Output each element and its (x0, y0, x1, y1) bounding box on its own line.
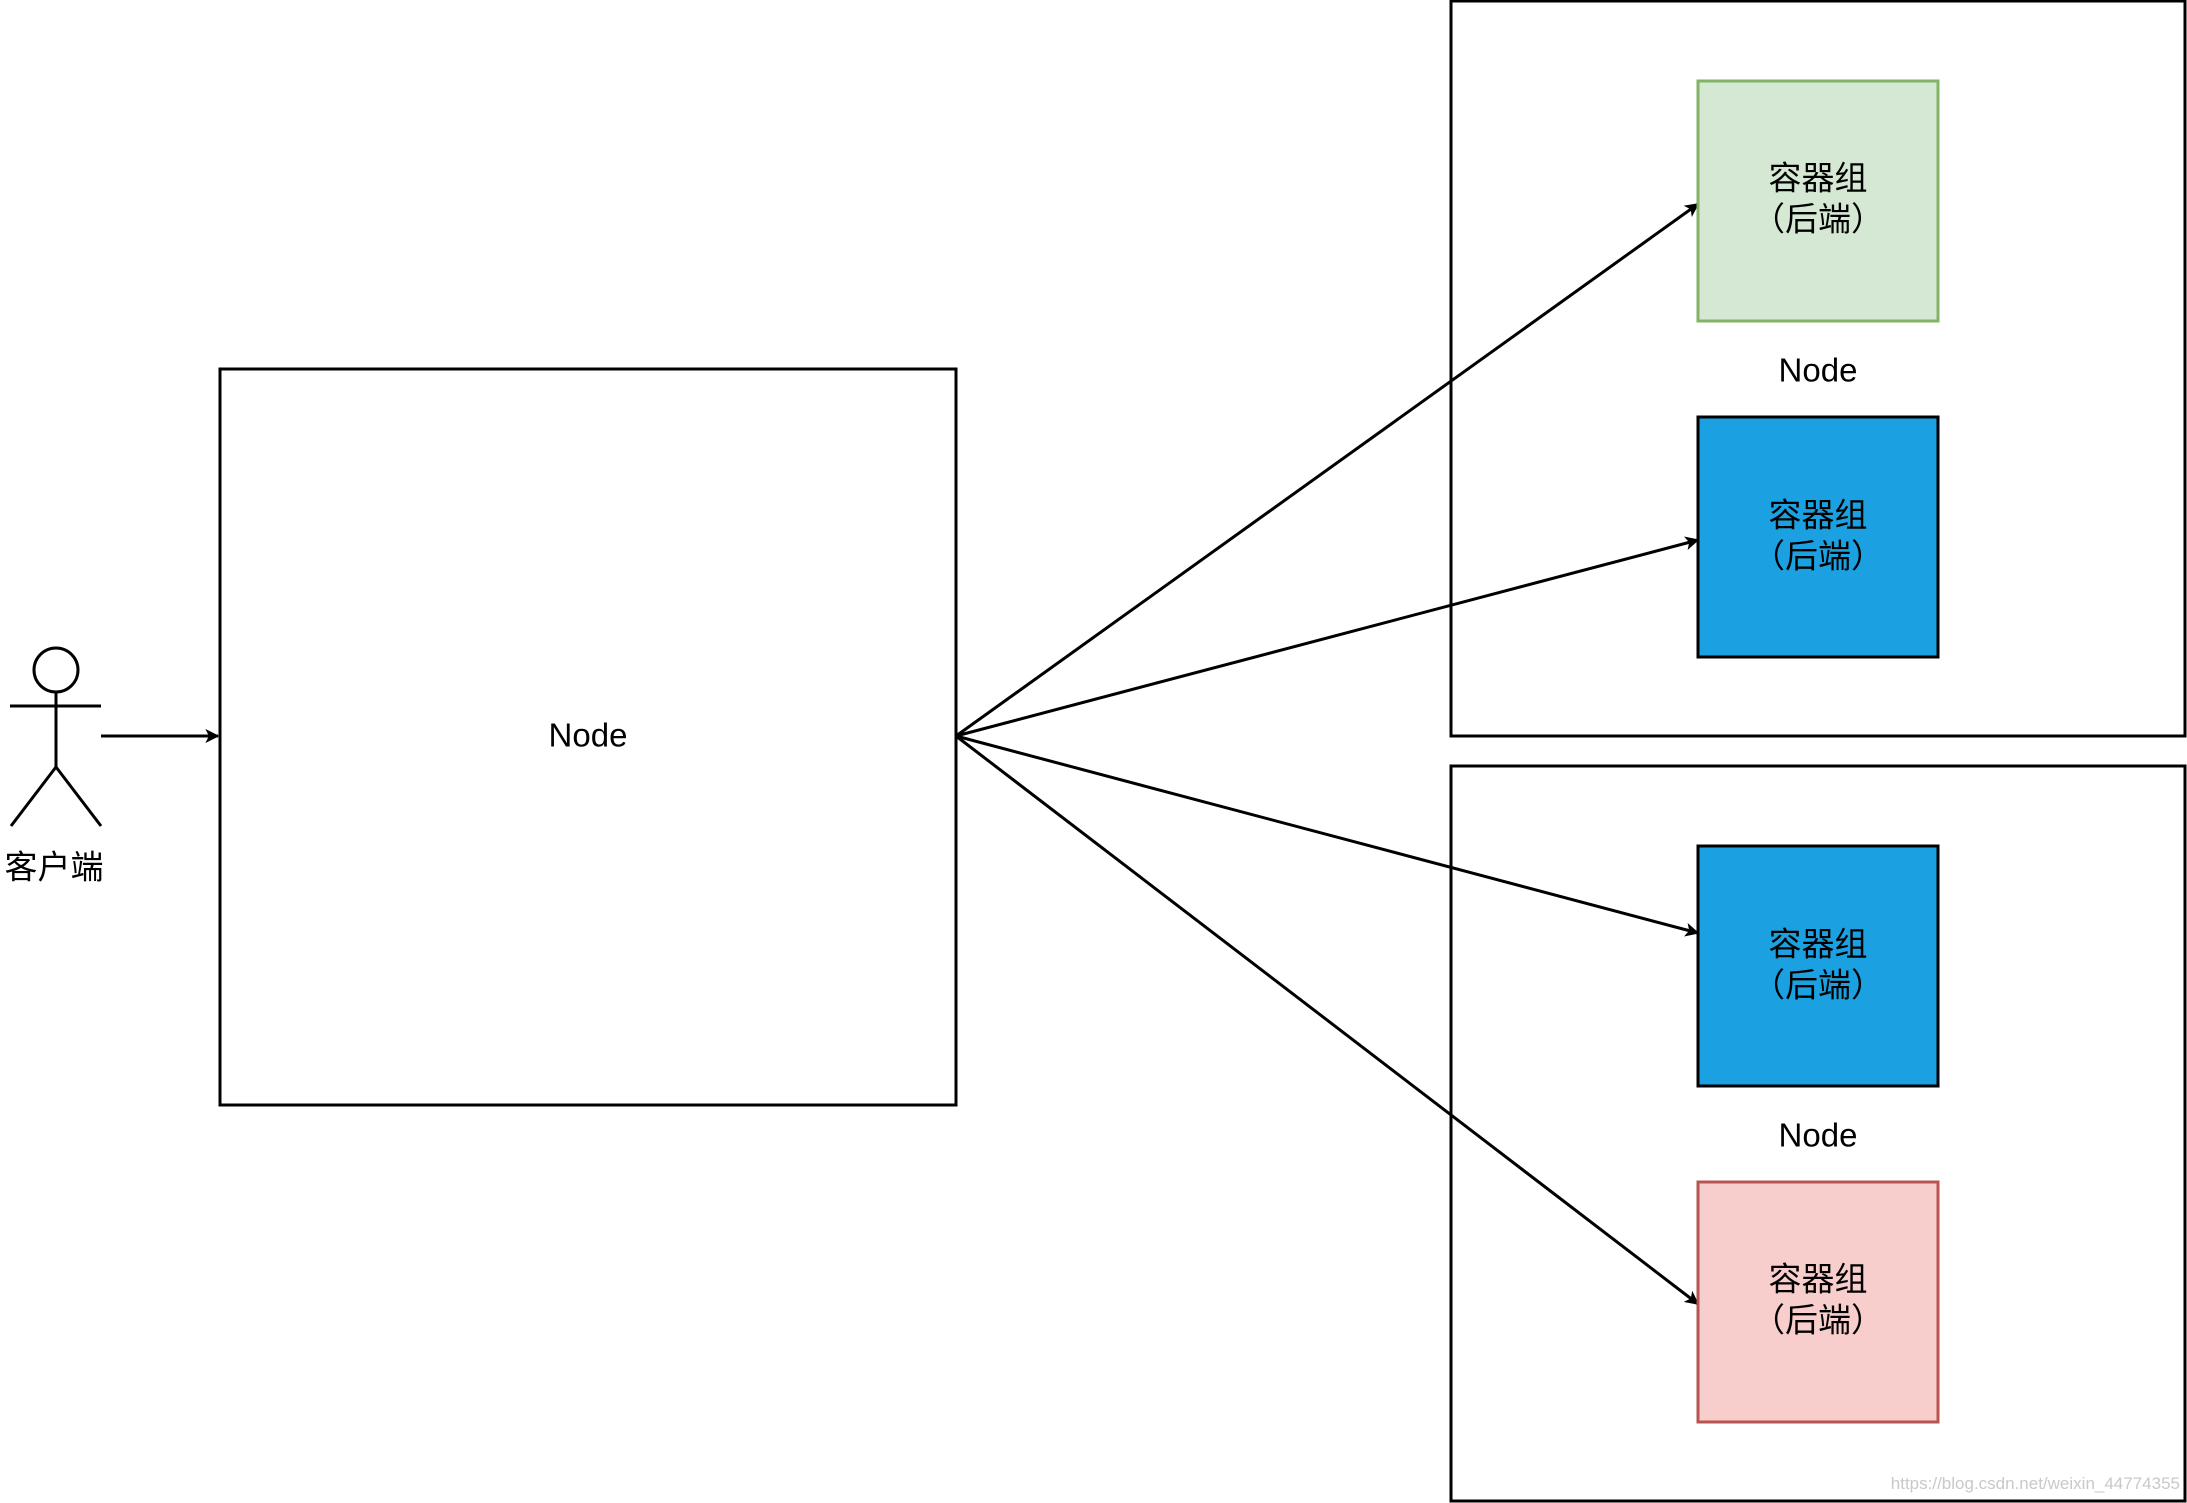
arrow-to-pod-1 (955, 202, 1700, 738)
client-label: 客户端 (5, 849, 104, 886)
pod-4-subtitle: （后端） (1752, 1302, 1884, 1339)
pod-3-title: 容器组 (1769, 926, 1868, 963)
pod-3-subtitle: （后端） (1752, 967, 1884, 1004)
arrow-to-pod-3 (955, 734, 1700, 937)
pod-3-box (1696, 844, 1940, 1088)
entry-node-label: Node (549, 717, 628, 754)
pod-1-box (1696, 79, 1940, 323)
backend-node-1-label: Node (1779, 352, 1858, 389)
pod-2-title: 容器组 (1769, 497, 1868, 534)
pod-2-subtitle: （后端） (1752, 538, 1884, 575)
pod-4-title: 容器组 (1769, 1261, 1868, 1298)
pod-1-subtitle: （后端） (1752, 201, 1884, 238)
arrow-to-pod-2 (955, 536, 1700, 738)
pod-4-box (1696, 1180, 1940, 1424)
entry-node-box (218, 367, 958, 1107)
watermark-text: https://blog.csdn.net/weixin_44774355 (1891, 1474, 2180, 1493)
arrow-to-pod-4 (955, 734, 1700, 1306)
client-actor-icon (9, 646, 103, 827)
pod-1-title: 容器组 (1769, 160, 1868, 197)
backend-node-2-label: Node (1779, 1117, 1858, 1154)
pod-2-box (1696, 415, 1940, 659)
